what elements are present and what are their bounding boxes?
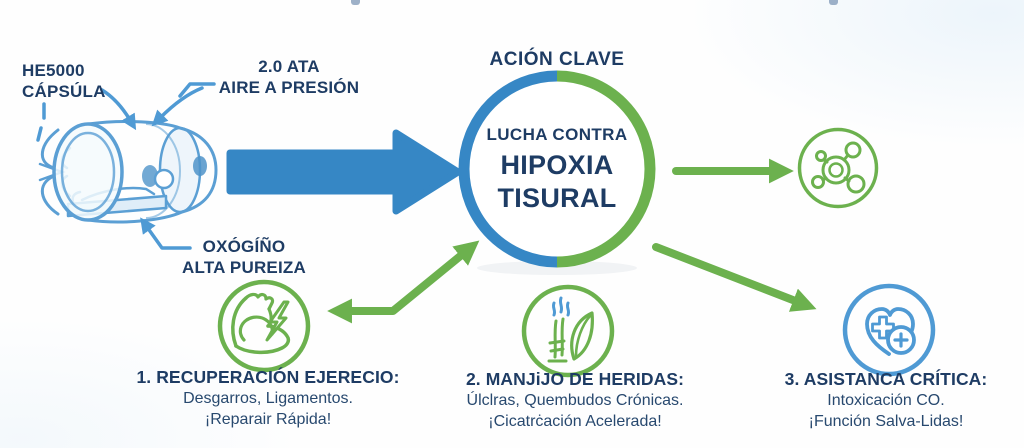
oxygen-label: OXÓGÍÑO ALTA PUREIZA (166, 236, 322, 279)
benefit-2-text: 2. MANJiJO DE HERIDAS: Úlclras, Quembudo… (415, 368, 735, 432)
pressure-label: 2.0 ATA AIRE A PRESIÓN (203, 56, 375, 99)
benefit-1-text: 1. RECUPERACIÓN EJERECIO: Desgarros, Lig… (108, 366, 428, 430)
chamber-model-line1: HE5000 (22, 61, 85, 80)
cropped-text-artifact (829, 0, 838, 5)
label-leader-arrows (36, 82, 216, 250)
circle-line2: HIPOXIA (500, 150, 614, 181)
key-action-ring-icon (458, 70, 656, 275)
benefit-3-line2: ¡Función Salva-Lidas! (808, 413, 964, 430)
benefit-2-line1: Úlclras, Quembudos Crónicas. (466, 392, 684, 409)
pressure-line1: 2.0 ATA (258, 57, 320, 76)
circle-line1: LUCHA CONTRA (486, 125, 628, 145)
oxygen-line1: OXÓGÍÑO (202, 237, 286, 256)
oxygen-molecule-icon (797, 127, 879, 209)
benefit-2-line2: ¡Cicatrċación Acelerada! (488, 413, 662, 430)
oxygen-line2: ALTA PUREIZA (182, 258, 306, 278)
circle-line3: TISURAL (497, 183, 617, 213)
big-blue-right-arrow-icon (226, 129, 462, 215)
pressure-line2: AIRE A PRESIÓN (218, 78, 360, 98)
benefit-1-line2: ¡Reparair Rápida! (204, 411, 332, 428)
benefit-3-line1: Intoxicación CO. (827, 392, 945, 409)
chamber-model-line2: CÁPSÚLA (22, 82, 106, 102)
benefit-3-title: 3. ASISTANCA CRÍTICA: (784, 369, 988, 389)
bicep-lightning-icon (217, 279, 311, 373)
benefit-1-line1: Desgarros, Ligamentos. (183, 390, 353, 407)
key-action-title: ACIÓN CLAVE (489, 49, 625, 70)
benefit-1-title: 1. RECUPERACIÓN EJERECIO: (136, 367, 400, 387)
chamber-model-label: HE5000 CÁPSÚLA (22, 60, 106, 103)
leaf-healing-icon (521, 284, 615, 378)
cropped-text-artifact (351, 0, 360, 5)
heart-medical-cross-icon (842, 283, 936, 377)
benefit-3-text: 3. ASISTANCA CRÍTICA: Intoxicación CO. ¡… (726, 368, 1024, 432)
benefit-2-title: 2. MANJiJO DE HERIDAS: (465, 369, 685, 389)
key-action-text: LUCHA CONTRA HIPOXIA TISURAL (462, 118, 652, 222)
